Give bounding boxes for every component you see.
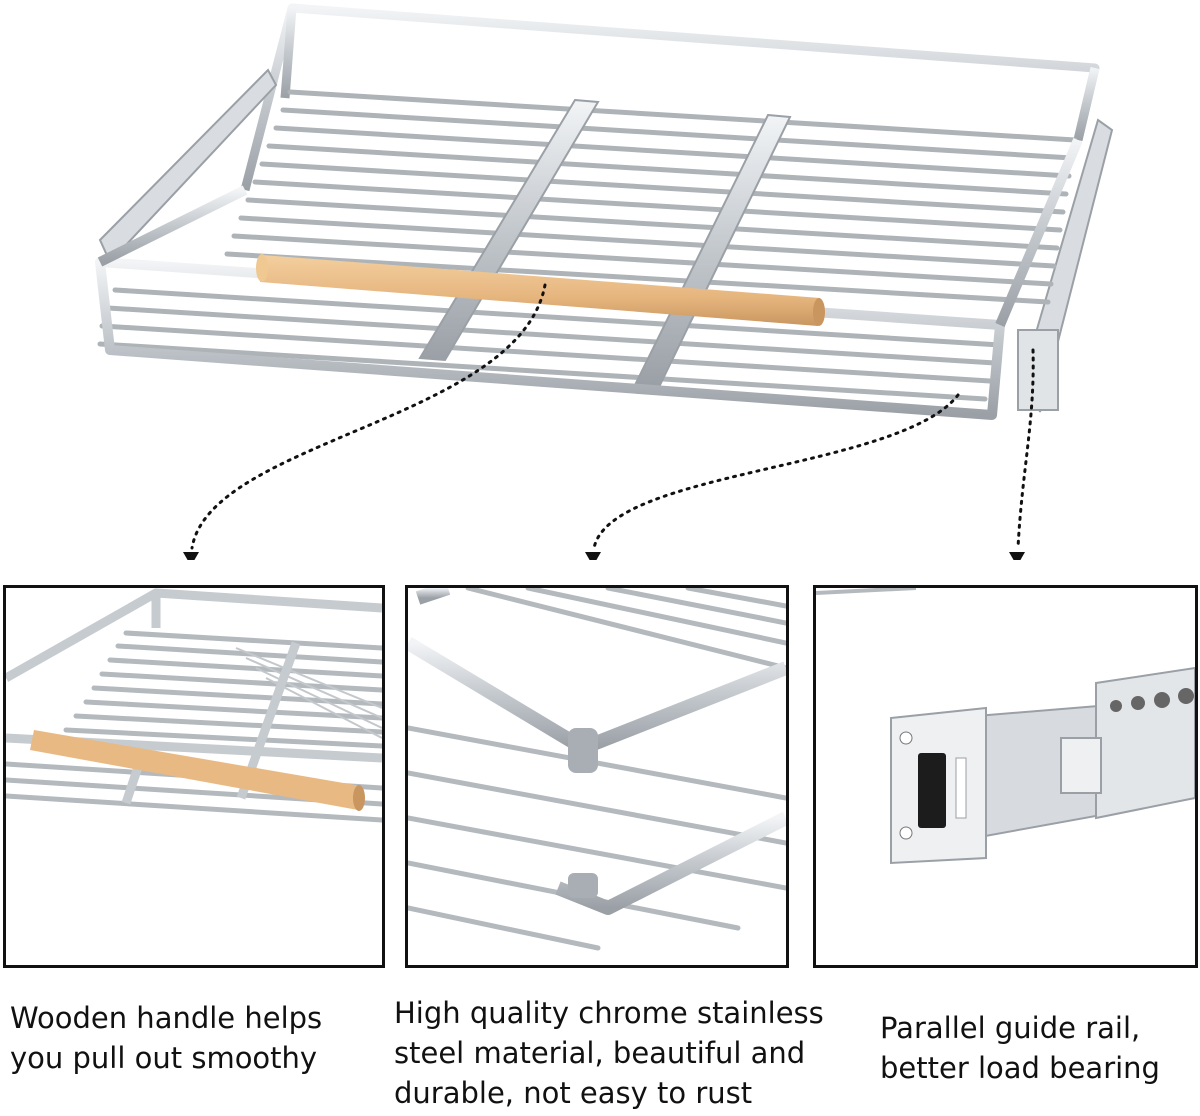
basket-back-frame — [240, 3, 1100, 192]
arrowhead-icon — [585, 552, 601, 560]
pointer-guide-rail — [1016, 348, 1035, 550]
basket-product-image — [95, 3, 1114, 560]
chrome-corner-closeup — [408, 588, 786, 951]
wooden-handle-closeup — [6, 588, 382, 823]
detail-panel-wooden-handle — [3, 585, 385, 968]
detail-panel-chrome-material — [405, 585, 789, 968]
caption-line: better load bearing — [880, 1051, 1160, 1085]
pointer-wooden-handle — [190, 283, 547, 550]
caption-guide-rail: Parallel guide rail, better load bearing — [880, 1008, 1195, 1088]
pointer-chrome-material — [592, 393, 960, 550]
pointer-arrowheads — [183, 552, 1025, 560]
caption-line: Wooden handle helps — [10, 1001, 323, 1035]
caption-line: High quality chrome stainless — [394, 996, 824, 1030]
caption-chrome-material: High quality chrome stainless steel mate… — [394, 993, 834, 1113]
caption-wooden-handle: Wooden handle helps you pull out smoothy — [10, 998, 390, 1078]
wooden-handle — [256, 254, 825, 326]
pointer-lines — [190, 283, 1035, 550]
arrowhead-icon — [1009, 552, 1025, 560]
arrowhead-icon — [183, 552, 199, 560]
basket-wire-floor — [97, 89, 1078, 402]
basket-slide-rails — [98, 68, 1114, 413]
caption-line: durable, not easy to rust — [394, 1076, 753, 1110]
detail-panel-guide-rail — [813, 585, 1198, 968]
caption-line: Parallel guide rail, — [880, 1011, 1141, 1045]
caption-line: you pull out smoothy — [10, 1041, 318, 1075]
guide-rail-closeup — [816, 588, 1195, 865]
caption-line: steel material, beautiful and — [394, 1036, 806, 1070]
basket-center-dividers — [418, 98, 792, 387]
